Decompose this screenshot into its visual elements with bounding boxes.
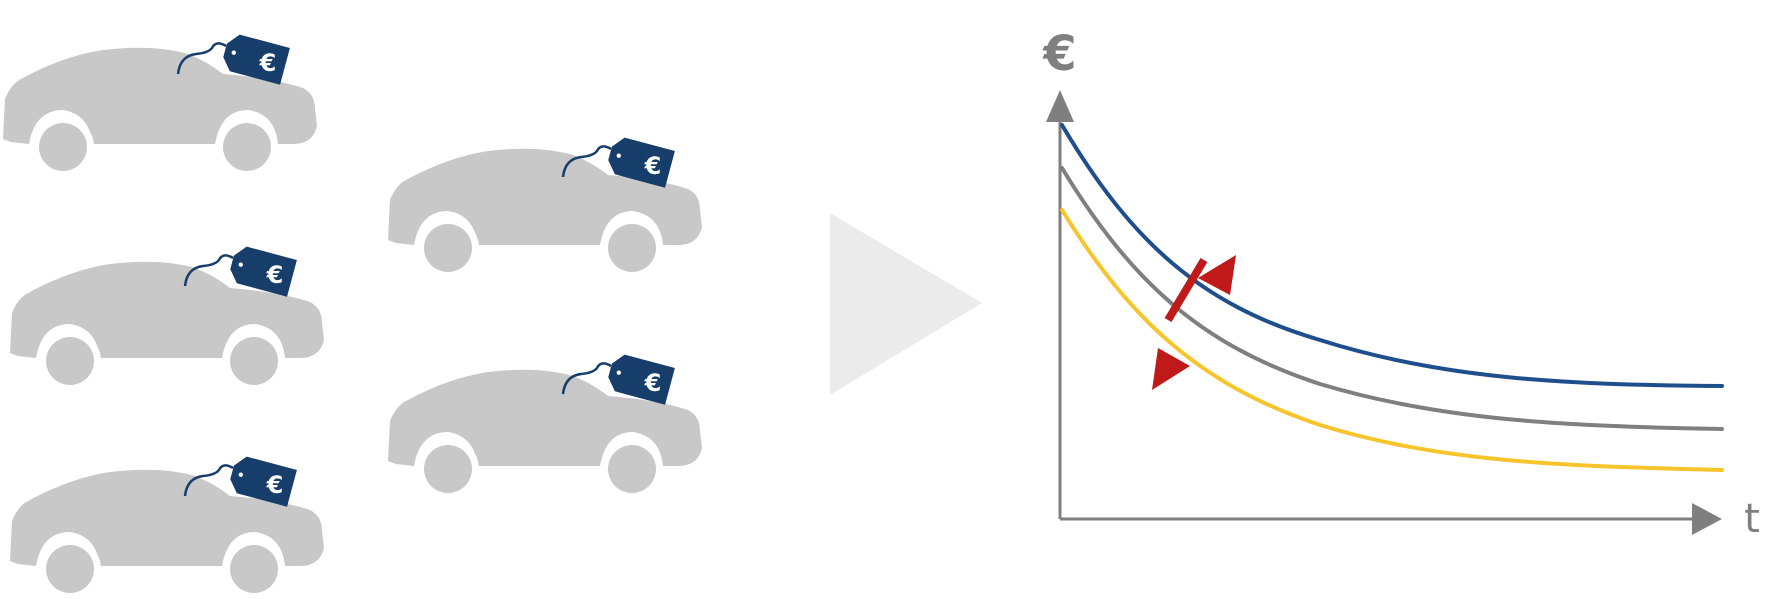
y-axis-label: € bbox=[1042, 26, 1076, 82]
price-tag-icon: € bbox=[176, 30, 292, 87]
price-tag-symbol: € bbox=[644, 369, 662, 397]
curve-top bbox=[1060, 123, 1724, 388]
price-tag-icon: € bbox=[183, 452, 299, 509]
price-tag-symbol: € bbox=[644, 152, 662, 180]
x-axis-label: t bbox=[1744, 496, 1760, 542]
spread-arrow-icon bbox=[1152, 255, 1236, 390]
price-tag-symbol: € bbox=[266, 261, 284, 289]
depreciation-chart: € t bbox=[1042, 26, 1760, 542]
price-tag-icon: € bbox=[183, 242, 299, 299]
price-tag-symbol: € bbox=[259, 49, 277, 77]
price-tag-icon: € bbox=[561, 350, 677, 407]
price-tag-symbol: € bbox=[266, 471, 284, 499]
y-axis-arrowhead-icon bbox=[1046, 90, 1074, 122]
car-5: € bbox=[388, 350, 702, 500]
play-arrow-icon bbox=[830, 213, 982, 395]
x-axis-arrowhead-icon bbox=[1692, 503, 1722, 535]
car-1: € bbox=[3, 30, 317, 178]
car-2: € bbox=[10, 242, 324, 392]
curve-bottom bbox=[1060, 208, 1724, 472]
price-tag-icon: € bbox=[561, 133, 677, 190]
curve-middle bbox=[1060, 166, 1724, 431]
car-3: € bbox=[10, 452, 324, 599]
car-4: € bbox=[388, 133, 702, 279]
